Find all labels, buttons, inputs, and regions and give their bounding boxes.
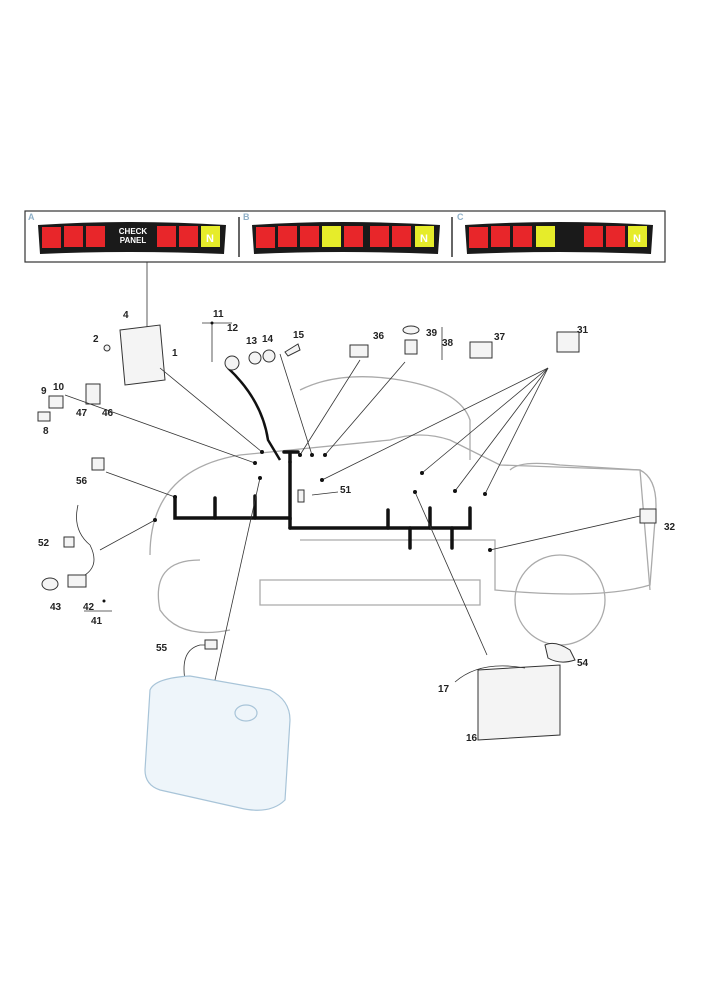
indicator-light (42, 227, 61, 248)
indicator-light (278, 226, 297, 247)
battery (477, 664, 561, 741)
indicator-light (491, 226, 510, 247)
callout-13: 13 (246, 336, 258, 347)
terminal-cover (544, 642, 576, 663)
battery-cable (454, 665, 526, 683)
callout-14: 14 (262, 334, 274, 345)
panel-letter-b: B (243, 212, 250, 222)
indicator-light (300, 226, 319, 247)
switch-bezel (262, 349, 276, 363)
indicator-light (606, 226, 625, 247)
fuel-cap (234, 704, 258, 722)
neutral-indicator (628, 226, 647, 247)
indicator-light (370, 226, 389, 247)
bulb (41, 577, 59, 591)
callout-46: 46 (102, 408, 114, 419)
panel-letter-c: C (457, 212, 464, 222)
callout-31: 31 (577, 325, 589, 336)
headlight-wire (76, 504, 95, 576)
ignition-switch (224, 355, 240, 371)
neutral-label: N (633, 233, 641, 245)
indicator-light (64, 226, 83, 247)
fuel-tank (144, 675, 291, 811)
indicator-light (513, 226, 532, 247)
ring-nut (248, 351, 262, 365)
callout-47: 47 (76, 408, 88, 419)
safety-switch (556, 331, 580, 353)
screw (103, 344, 111, 352)
fuse (37, 411, 51, 422)
panel-label: PANEL (120, 236, 147, 245)
neutral-indicator (415, 226, 434, 247)
callout-43: 43 (50, 602, 62, 613)
relay (91, 457, 105, 471)
callout-54: 54 (577, 658, 589, 669)
callout-16: 16 (466, 733, 478, 744)
callout-56: 56 (76, 476, 88, 487)
fuel-sensor-connector (204, 639, 218, 650)
fuse-block (85, 383, 101, 405)
callout-labels: 4 2 1 11 12 13 14 15 36 39 38 37 31 9 10… (38, 309, 676, 744)
callout-55: 55 (156, 643, 168, 654)
indicator-light (256, 227, 275, 248)
panel-a: CHECK PANEL N (38, 222, 226, 254)
callout-41: 41 (91, 616, 103, 627)
ignition-key (284, 343, 301, 357)
callout-10: 10 (53, 382, 65, 393)
callout-1: 1 (172, 348, 178, 359)
callout-51: 51 (340, 485, 352, 496)
indicator-light (157, 226, 176, 247)
panel-c: N (465, 222, 653, 254)
callout-32: 32 (664, 522, 676, 533)
indicator-light (536, 226, 555, 247)
callout-8: 8 (43, 426, 49, 437)
callout-15: 15 (293, 330, 305, 341)
indicator-light (322, 226, 341, 247)
parts (37, 324, 657, 741)
leader-lines (64, 322, 641, 681)
switch (469, 341, 493, 359)
callout-17: 17 (438, 684, 450, 695)
callout-9: 9 (41, 386, 47, 397)
indicator-light (86, 226, 105, 247)
harness-connector (297, 489, 305, 503)
indicator-light (584, 226, 603, 247)
rocker-switch (349, 344, 369, 358)
panel-b: N (252, 222, 440, 254)
check-label: CHECK (119, 227, 148, 236)
callout-39: 39 (426, 328, 438, 339)
neutral-label: N (420, 233, 428, 245)
callout-38: 38 (442, 338, 454, 349)
connector (63, 536, 75, 548)
wiring-harness (173, 367, 472, 550)
switch-cap (402, 325, 420, 335)
indicator-light (344, 226, 363, 247)
callout-2: 2 (93, 334, 99, 345)
indicator-light (392, 226, 411, 247)
callout-52: 52 (38, 538, 50, 549)
callout-12: 12 (227, 323, 239, 334)
bulb-holder (67, 574, 87, 588)
callout-4: 4 (123, 310, 129, 321)
indicator-light (179, 226, 198, 247)
indicator-light (469, 227, 488, 248)
connection-dots (102, 321, 492, 603)
callout-42: 42 (83, 602, 95, 613)
seat-switch (639, 508, 657, 524)
fuel-sensor-wire (183, 644, 210, 681)
callout-36: 36 (373, 331, 385, 342)
neutral-label: N (206, 233, 214, 245)
panel-letter-a: A (28, 212, 35, 222)
tractor-outline (149, 376, 657, 646)
push-switch (404, 339, 418, 355)
fuse-holder (48, 395, 64, 409)
callout-11: 11 (213, 309, 224, 320)
control-board (119, 324, 166, 386)
neutral-indicator (201, 226, 220, 247)
callout-37: 37 (494, 332, 506, 343)
